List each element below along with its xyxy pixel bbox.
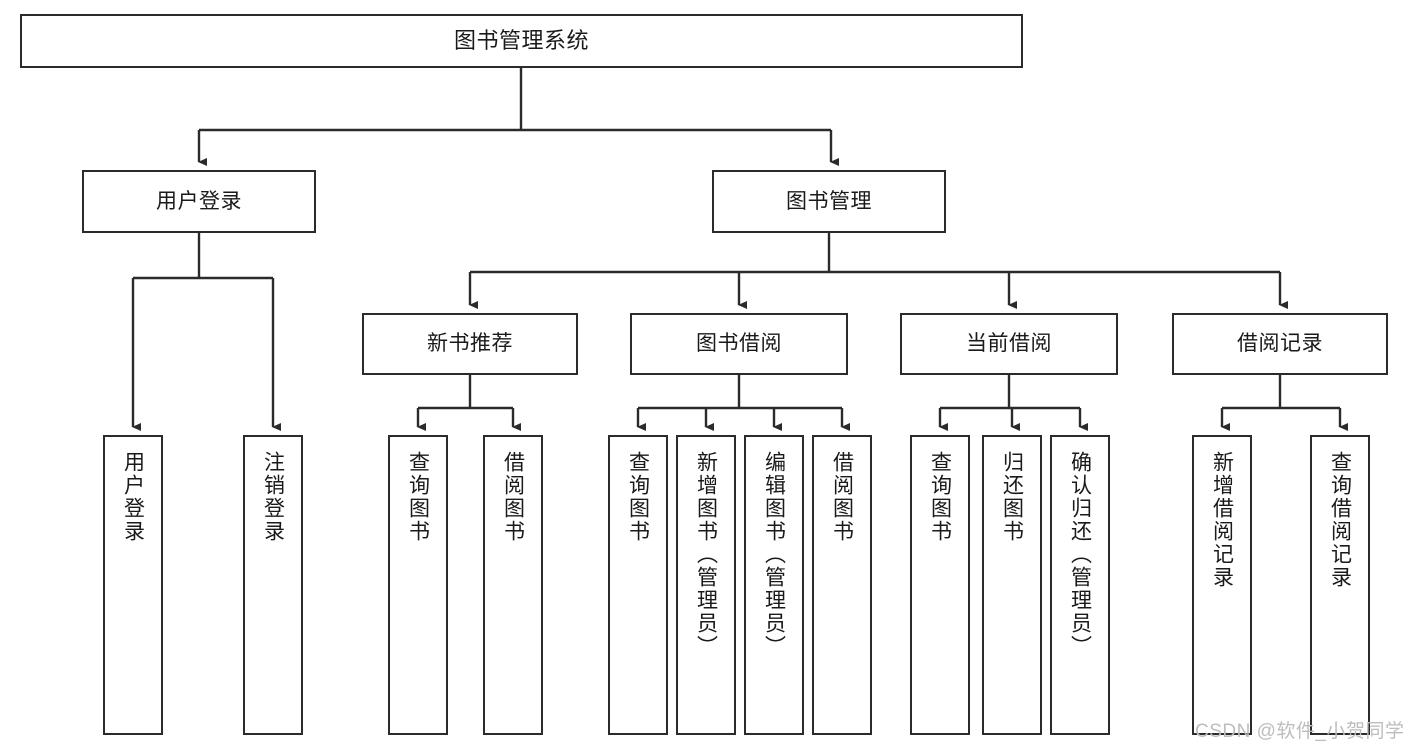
watermark-text: CSDN @软件_小贺同学 — [1195, 721, 1405, 742]
node-book-management-label: 图书管理 — [786, 189, 872, 213]
node-leaf-add-book-admin[interactable]: 新增图书（管理员） — [676, 435, 736, 735]
node-user-login[interactable]: 用户登录 — [82, 170, 316, 233]
node-leaf-user-login-label: 用户登录 — [121, 451, 145, 543]
node-leaf-add-borrow-record-label: 新增借阅记录 — [1210, 451, 1234, 589]
node-borrow-record[interactable]: 借阅记录 — [1172, 313, 1388, 375]
node-leaf-confirm-return-admin-label: 确认归还（管理员） — [1068, 451, 1092, 658]
node-leaf-query-book-borrow[interactable]: 查询图书 — [608, 435, 668, 735]
node-leaf-query-book-rec-label: 查询图书 — [406, 451, 430, 543]
node-leaf-user-login[interactable]: 用户登录 — [103, 435, 163, 735]
node-leaf-user-logout[interactable]: 注销登录 — [243, 435, 303, 735]
node-leaf-borrow-book-rec-label: 借阅图书 — [501, 451, 525, 543]
node-book-management[interactable]: 图书管理 — [712, 170, 946, 233]
node-leaf-borrow-book-rec[interactable]: 借阅图书 — [483, 435, 543, 735]
node-leaf-return-book-label: 归还图书 — [1000, 451, 1024, 543]
node-leaf-user-logout-label: 注销登录 — [261, 451, 285, 543]
node-leaf-confirm-return-admin[interactable]: 确认归还（管理员） — [1050, 435, 1110, 735]
node-book-borrow[interactable]: 图书借阅 — [630, 313, 848, 375]
node-book-borrow-label: 图书借阅 — [696, 332, 782, 356]
node-leaf-edit-book-admin-label: 编辑图书（管理员） — [762, 451, 786, 658]
node-root[interactable]: 图书管理系统 — [20, 14, 1023, 68]
node-borrow-record-label: 借阅记录 — [1237, 332, 1323, 356]
node-new-book-recommend-label: 新书推荐 — [427, 332, 513, 356]
node-leaf-borrow-book[interactable]: 借阅图书 — [812, 435, 872, 735]
node-leaf-query-borrow-record[interactable]: 查询借阅记录 — [1310, 435, 1370, 735]
node-leaf-query-borrow-record-label: 查询借阅记录 — [1328, 451, 1352, 589]
node-leaf-add-borrow-record[interactable]: 新增借阅记录 — [1192, 435, 1252, 735]
node-new-book-recommend[interactable]: 新书推荐 — [362, 313, 578, 375]
node-leaf-query-book-rec[interactable]: 查询图书 — [388, 435, 448, 735]
node-leaf-query-book-current[interactable]: 查询图书 — [910, 435, 970, 735]
node-leaf-borrow-book-label: 借阅图书 — [830, 451, 854, 543]
node-user-login-label: 用户登录 — [156, 189, 242, 213]
node-leaf-query-book-borrow-label: 查询图书 — [626, 451, 650, 543]
node-leaf-edit-book-admin[interactable]: 编辑图书（管理员） — [744, 435, 804, 735]
node-leaf-query-book-current-label: 查询图书 — [928, 451, 952, 543]
node-leaf-add-book-admin-label: 新增图书（管理员） — [694, 451, 718, 658]
node-root-label: 图书管理系统 — [453, 27, 589, 53]
node-leaf-return-book[interactable]: 归还图书 — [982, 435, 1042, 735]
node-current-borrow-label: 当前借阅 — [966, 332, 1052, 356]
node-current-borrow[interactable]: 当前借阅 — [900, 313, 1118, 375]
